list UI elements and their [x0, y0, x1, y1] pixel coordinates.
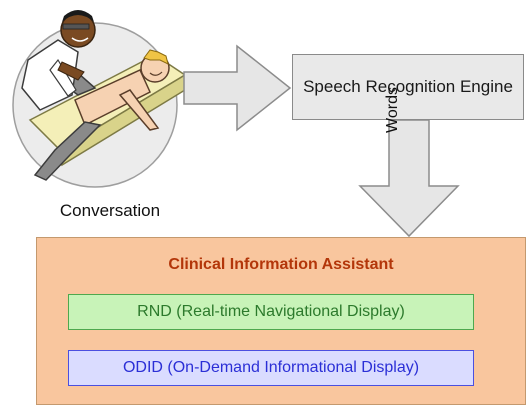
- doctor-patient-illustration: [12, 10, 187, 188]
- odid-display-box: ODID (On-Demand Informational Display): [68, 350, 474, 386]
- arrow-down: [358, 119, 460, 238]
- conversation-label: Conversation: [59, 201, 161, 220]
- clinical-assistant-title: Clinical Information Assistant: [168, 256, 394, 273]
- odid-label: ODID (On-Demand Informational Display): [122, 359, 420, 376]
- speech-recognition-engine-box: Speech Recognition Engine: [292, 54, 524, 120]
- words-label: Words: [384, 87, 401, 133]
- arrow-right: [183, 44, 292, 132]
- rnd-label: RND (Real-time Navigational Display): [137, 303, 405, 320]
- engine-label: Speech Recognition Engine: [303, 77, 513, 96]
- rnd-display-box: RND (Real-time Navigational Display): [68, 294, 474, 330]
